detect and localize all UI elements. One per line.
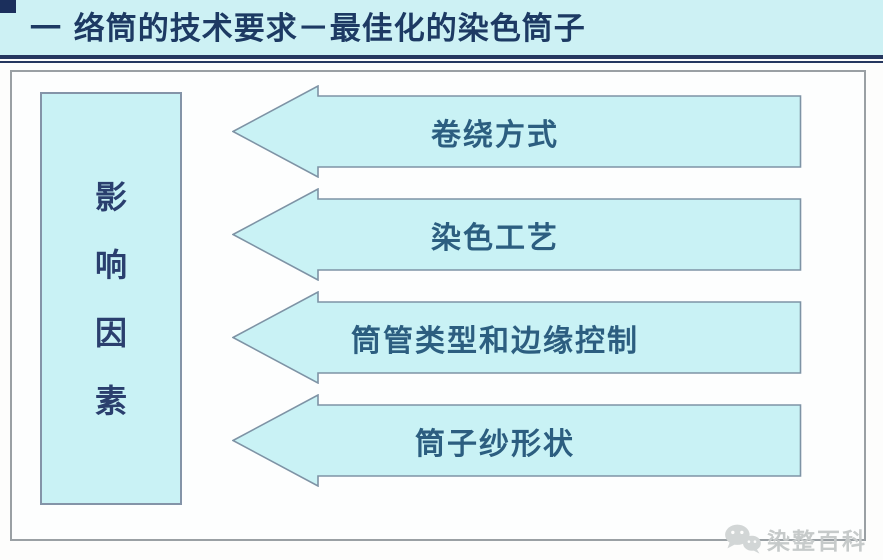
arrow-label: 筒子纱形状 xyxy=(415,427,575,462)
arrow-winding-method: 卷绕方式 xyxy=(232,85,802,178)
arrow-dyeing-process: 染色工艺 xyxy=(232,188,802,281)
factor-char: 影 xyxy=(94,177,127,216)
left-arrow-icon xyxy=(232,291,802,384)
factor-char: 响 xyxy=(94,245,127,284)
factor-char: 因 xyxy=(94,313,127,352)
diagram-canvas: 影 响 因 素 卷绕方式 染色工艺 筒管类型和边缘控制 xyxy=(10,70,866,541)
watermark-text: 染整百科 xyxy=(767,529,867,555)
factor-char: 素 xyxy=(94,381,127,420)
wechat-icon xyxy=(725,524,761,554)
arrow-label: 卷绕方式 xyxy=(431,118,559,153)
corner-accent xyxy=(0,0,16,13)
arrow-label: 染色工艺 xyxy=(431,221,559,256)
title-underline-thin xyxy=(0,61,883,63)
influence-factors-box: 影 响 因 素 xyxy=(40,92,182,505)
arrow-tube-type-edge-control: 筒管类型和边缘控制 xyxy=(232,291,802,384)
watermark: 染整百科 xyxy=(724,521,867,557)
page-title: 一 络筒的技术要求－最佳化的染色筒子 xyxy=(30,11,586,47)
title-underline-thick xyxy=(0,55,883,59)
left-arrow-icon xyxy=(232,188,802,281)
left-arrow-icon xyxy=(232,85,802,178)
arrow-package-shape: 筒子纱形状 xyxy=(232,394,802,487)
arrow-label: 筒管类型和边缘控制 xyxy=(351,324,639,359)
left-arrow-icon xyxy=(232,394,802,487)
title-bar: 一 络筒的技术要求－最佳化的染色筒子 xyxy=(0,0,883,55)
